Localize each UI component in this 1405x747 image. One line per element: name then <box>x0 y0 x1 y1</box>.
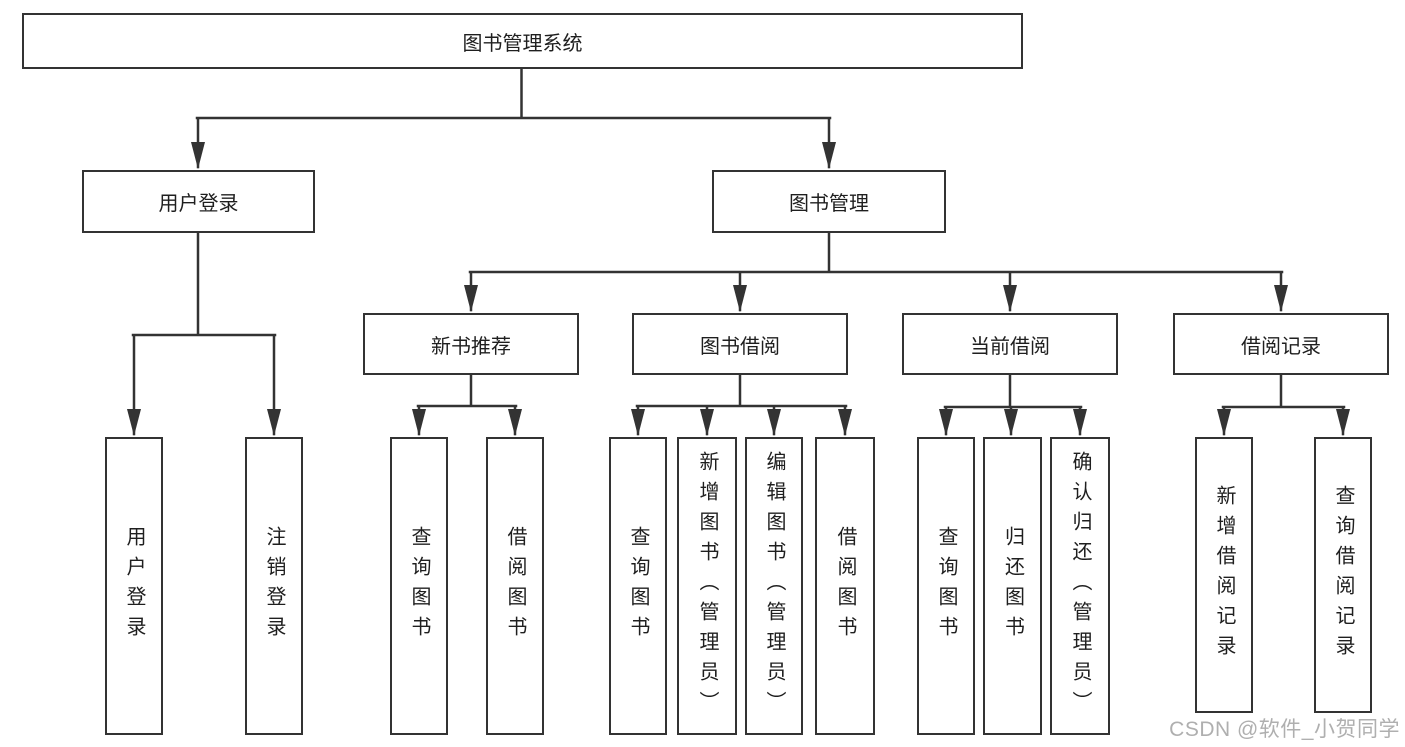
leaf-add-book-admin: 新增图书（管理员） <box>677 437 737 735</box>
arrowhead-icon <box>191 142 205 169</box>
leaf-query-books-borrow: 查询图书 <box>609 437 667 735</box>
leaf-label: 用户登录 <box>123 526 145 646</box>
arrowhead-icon <box>631 409 645 436</box>
leaf-label: 查询借阅记录 <box>1332 485 1354 665</box>
node-user-login: 用户登录 <box>82 170 315 233</box>
arrowhead-icon <box>700 409 714 436</box>
node-book-management: 图书管理 <box>712 170 946 233</box>
leaf-label: 新增借阅记录 <box>1213 485 1235 665</box>
arrowhead-icon <box>822 142 836 169</box>
arrowhead-icon <box>508 409 522 436</box>
arrowhead-icon <box>733 285 747 312</box>
arrowhead-icon <box>939 409 953 436</box>
arrowhead-icon <box>838 409 852 436</box>
node-new-book-recommendation: 新书推荐 <box>363 313 579 375</box>
arrowhead-icon <box>1073 409 1087 436</box>
node-library-management-system: 图书管理系统 <box>22 13 1023 69</box>
leaf-confirm-return-admin: 确认归还（管理员） <box>1050 437 1110 735</box>
watermark: CSDN @软件_小贺同学 <box>1169 718 1400 741</box>
leaf-borrow-books-recommend: 借阅图书 <box>486 437 544 735</box>
arrowhead-icon <box>767 409 781 436</box>
leaf-label: 归还图书 <box>1001 526 1024 646</box>
leaf-label: 查询图书 <box>408 526 430 646</box>
leaf-label: 查询图书 <box>935 526 957 646</box>
arrowhead-icon <box>1274 285 1288 312</box>
arrowhead-icon <box>464 285 478 312</box>
arrowhead-icon <box>1217 409 1231 436</box>
leaf-label: 新增图书（管理员） <box>696 451 718 721</box>
arrowhead-icon <box>412 409 426 436</box>
leaf-return-books: 归还图书 <box>983 437 1042 735</box>
arrowhead-icon <box>1004 409 1018 436</box>
tree-edge-lines <box>131 66 1346 436</box>
leaf-logout: 注销登录 <box>245 437 303 735</box>
leaf-label: 编辑图书（管理员） <box>763 451 785 721</box>
leaf-label: 查询图书 <box>627 526 649 646</box>
arrowhead-icon <box>1003 285 1017 312</box>
leaf-label: 借阅图书 <box>504 526 526 646</box>
leaf-borrow-books: 借阅图书 <box>815 437 875 735</box>
leaf-user-login: 用户登录 <box>105 437 163 735</box>
node-book-borrowing: 图书借阅 <box>632 313 848 375</box>
leaf-query-books-current: 查询图书 <box>917 437 975 735</box>
leaf-label: 注销登录 <box>263 526 285 646</box>
leaf-query-books-recommend: 查询图书 <box>390 437 448 735</box>
leaf-label: 确认归还（管理员） <box>1069 451 1091 721</box>
leaf-label: 借阅图书 <box>834 526 856 646</box>
leaf-query-borrow-record: 查询借阅记录 <box>1314 437 1372 713</box>
leaf-add-borrow-record: 新增借阅记录 <box>1195 437 1253 713</box>
arrowhead-icon <box>1336 409 1350 436</box>
node-current-borrowing: 当前借阅 <box>902 313 1118 375</box>
arrowhead-icon <box>127 409 141 436</box>
node-borrowing-records: 借阅记录 <box>1173 313 1389 375</box>
arrowhead-icon <box>267 409 281 436</box>
leaf-edit-book-admin: 编辑图书（管理员） <box>745 437 803 735</box>
